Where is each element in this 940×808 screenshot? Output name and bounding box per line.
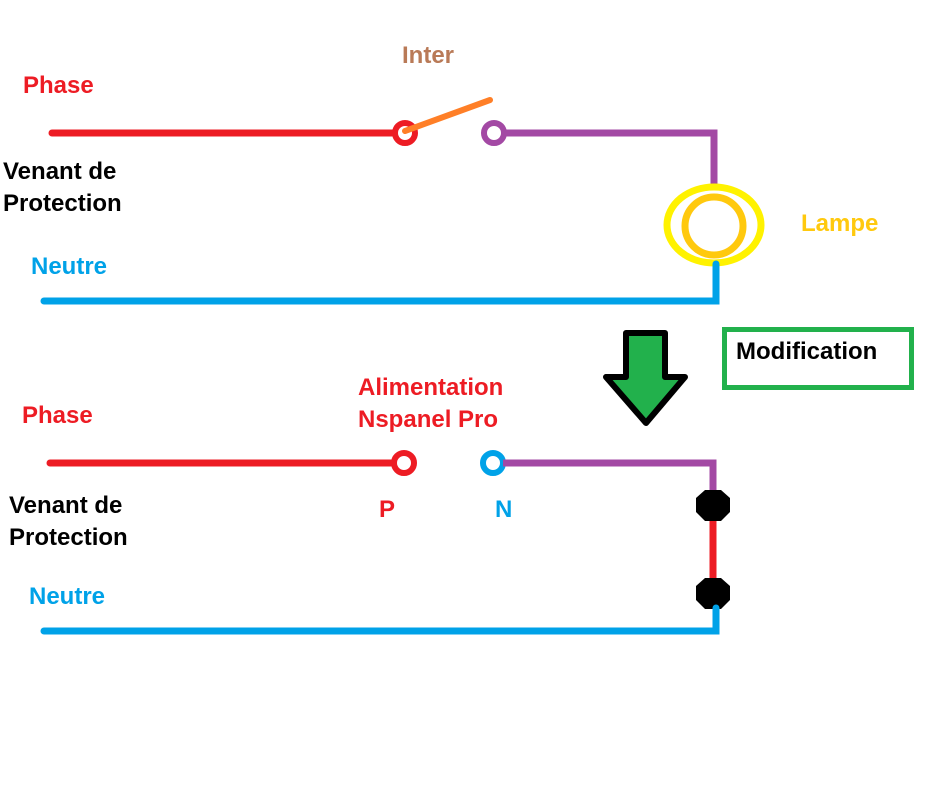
bottom-neutral-wire bbox=[40, 604, 720, 635]
terminal-n bbox=[480, 450, 506, 476]
bottom-source-label: Venant de Protection bbox=[9, 492, 128, 551]
supply-label: Alimentation Nspanel Pro bbox=[358, 374, 504, 433]
modification-box: Modification bbox=[722, 327, 914, 390]
top-neutral-label: Neutre bbox=[31, 253, 108, 280]
switch-label: Inter bbox=[402, 42, 455, 69]
top-neutral-wire bbox=[40, 260, 720, 305]
switch-lever bbox=[402, 97, 493, 134]
down-arrow-icon bbox=[603, 330, 688, 426]
connector-bottom bbox=[696, 578, 730, 609]
top-source-label: Venant de Protection bbox=[3, 158, 122, 217]
top-switched-wire bbox=[504, 129, 718, 186]
top-circuit bbox=[40, 97, 765, 305]
lamp-label: Lampe bbox=[801, 210, 879, 237]
connector-top bbox=[696, 490, 730, 521]
modification-label: Modification bbox=[736, 338, 878, 365]
terminal-p-label: P bbox=[379, 496, 396, 523]
bottom-circuit bbox=[40, 450, 730, 635]
lamp-inner-ring bbox=[681, 193, 747, 259]
bottom-switched-wire bbox=[503, 459, 717, 505]
switch-terminal-out bbox=[481, 120, 507, 146]
terminal-p bbox=[391, 450, 417, 476]
bottom-neutral-label: Neutre bbox=[29, 583, 106, 610]
terminal-n-label: N bbox=[495, 496, 513, 523]
top-phase-label: Phase bbox=[23, 72, 94, 99]
bottom-phase-label: Phase bbox=[22, 402, 93, 429]
